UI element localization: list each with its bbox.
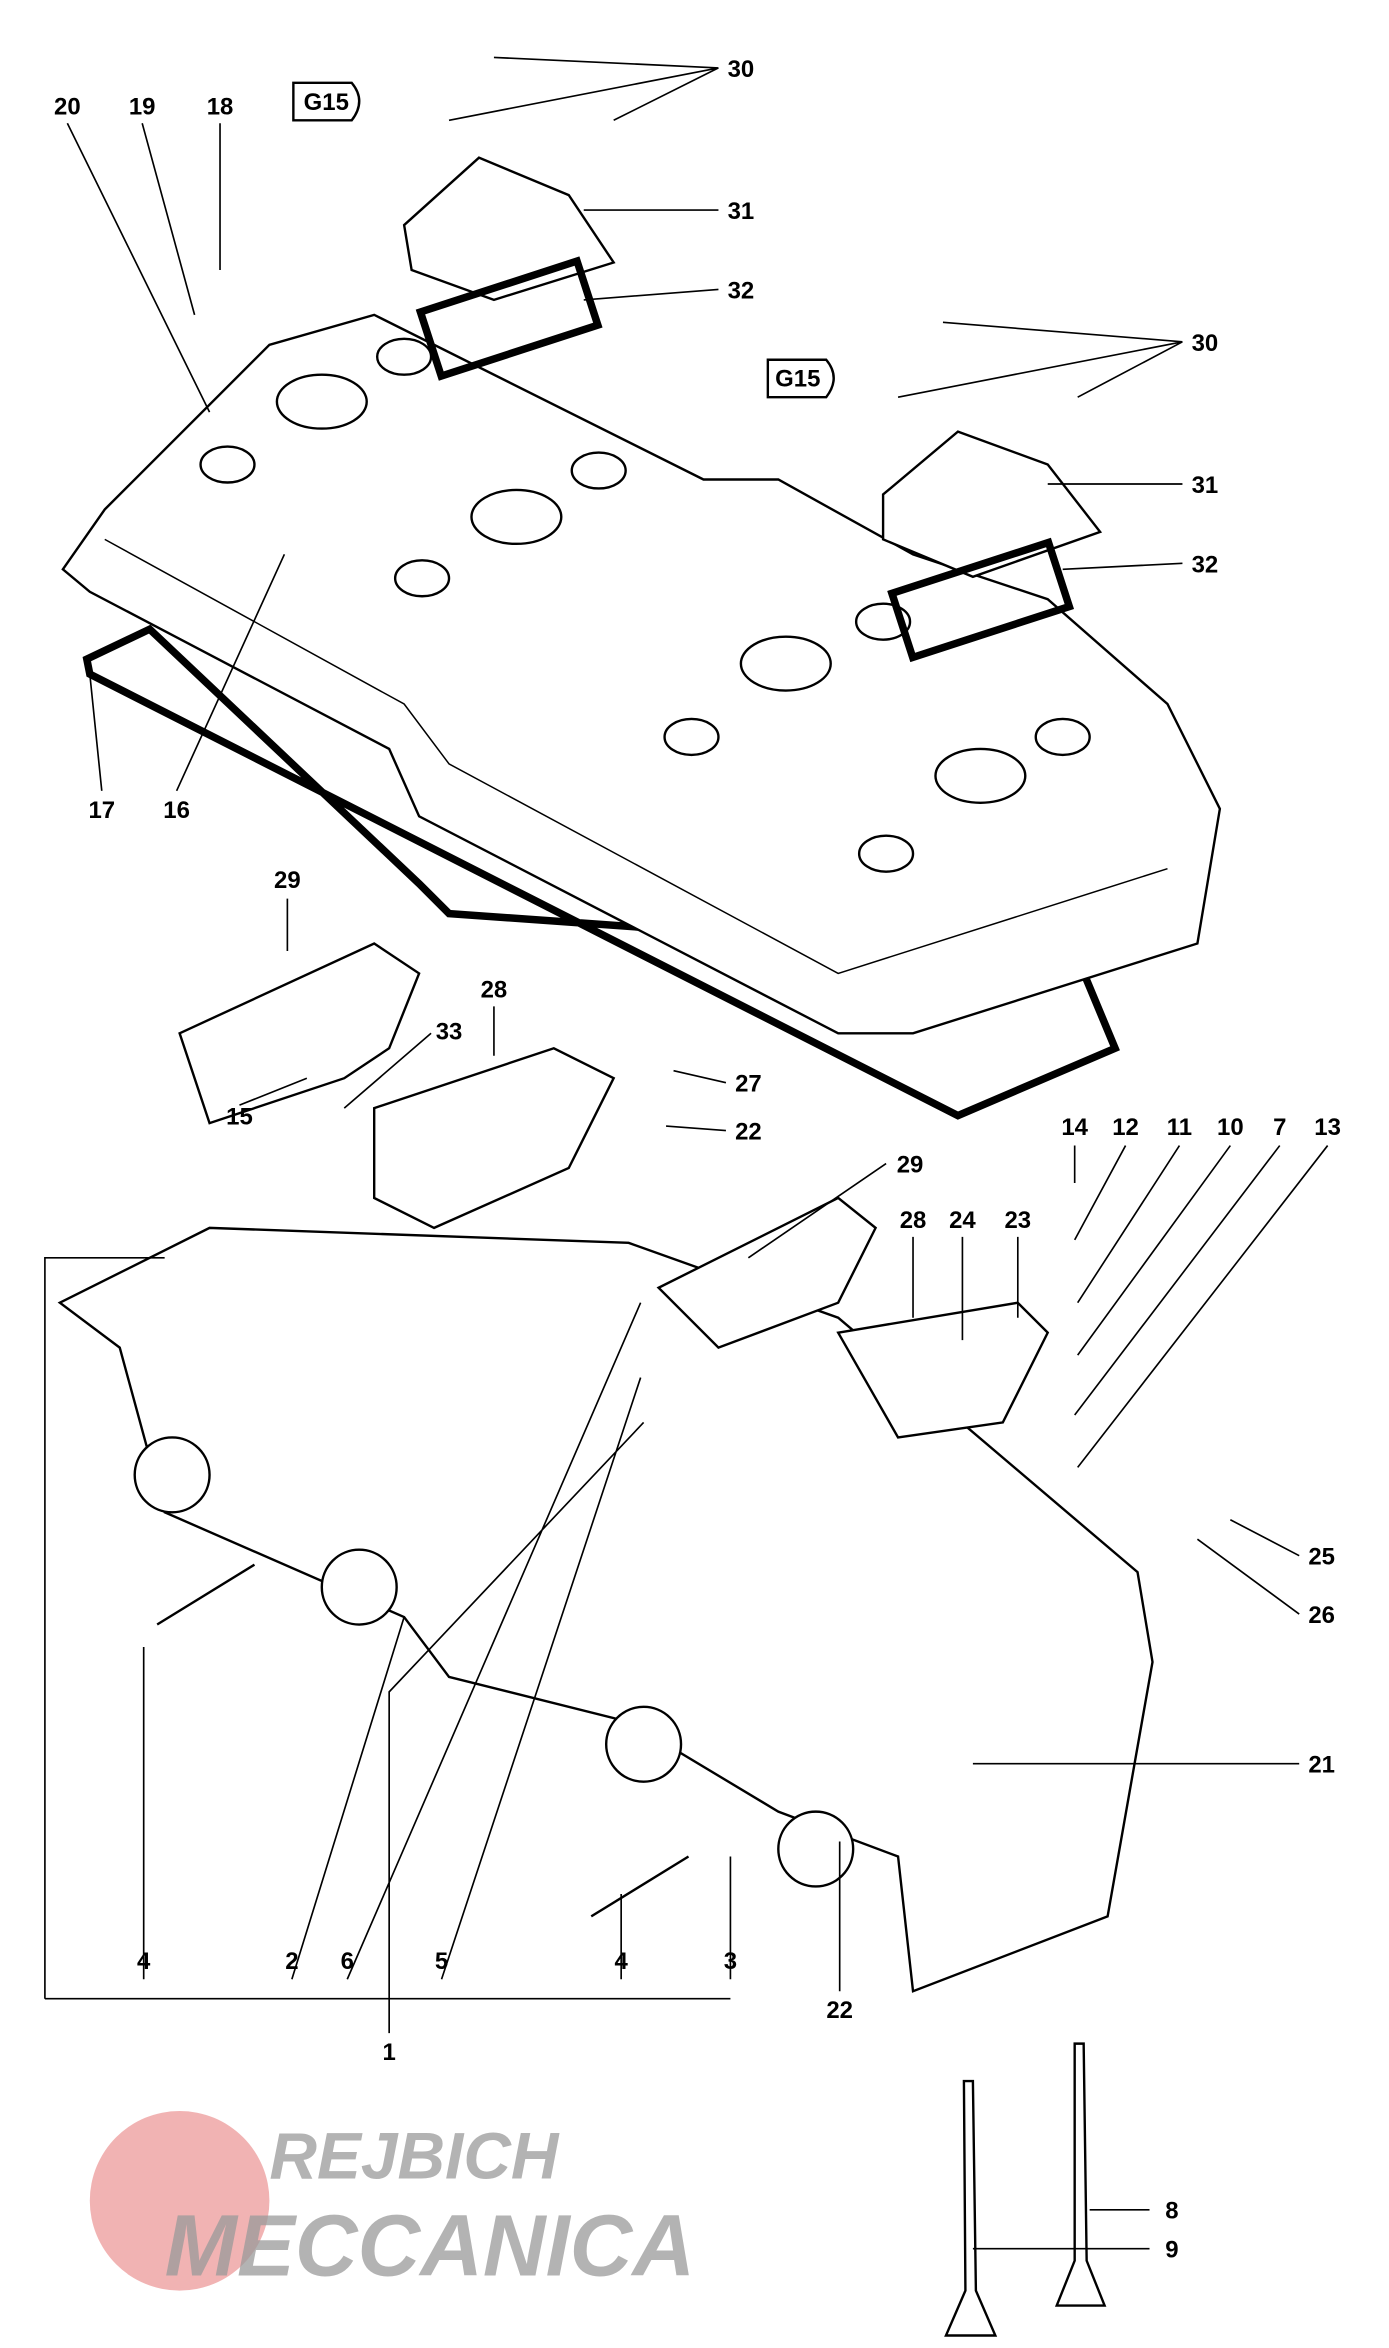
cam-cap-2 xyxy=(372,1046,616,1230)
callout-17: 17 xyxy=(88,797,115,824)
callout-11: 11 xyxy=(1167,1114,1192,1141)
callout-g15: G15 xyxy=(304,89,349,116)
callout-24: 24 xyxy=(949,1207,976,1234)
callout-29: 29 xyxy=(897,1152,924,1179)
callout-33: 33 xyxy=(436,1018,463,1045)
valve-cover-ports xyxy=(199,337,1091,873)
callout-12: 12 xyxy=(1112,1114,1139,1141)
stud-2 xyxy=(590,1855,690,1918)
callout-29: 29 xyxy=(274,867,301,894)
callout-16: 16 xyxy=(163,797,190,824)
callout-20: 20 xyxy=(54,93,81,120)
valve-cover-edge xyxy=(104,538,1168,975)
callout-2: 2 xyxy=(285,1948,298,1975)
breather-gasket-upper xyxy=(415,256,603,381)
callout-4: 4 xyxy=(614,1948,628,1975)
g15-tag-lower xyxy=(766,358,835,399)
callout-30: 30 xyxy=(1192,330,1219,357)
callout-1: 1 xyxy=(382,2039,395,2066)
callout-9: 9 xyxy=(1165,2237,1178,2264)
valve-intake xyxy=(944,2079,998,2337)
breather-gasket-lower xyxy=(887,537,1075,663)
cam-cap-1 xyxy=(178,942,421,1125)
callout-23: 23 xyxy=(1004,1207,1031,1234)
callout-19: 19 xyxy=(129,93,156,120)
callout-13: 13 xyxy=(1314,1114,1341,1141)
callout-32: 32 xyxy=(1192,551,1219,578)
watermark-line1: REJBICH xyxy=(269,2118,559,2192)
callout-8: 8 xyxy=(1165,2198,1178,2225)
callout-31: 31 xyxy=(1192,472,1219,499)
callout-31: 31 xyxy=(728,198,755,225)
callout-7: 7 xyxy=(1273,1114,1286,1141)
callout-28: 28 xyxy=(900,1207,927,1234)
callout-g15: G15 xyxy=(775,366,820,393)
leader-lines xyxy=(44,56,1329,2250)
callout-18: 18 xyxy=(207,93,234,120)
callout-5: 5 xyxy=(435,1948,448,1975)
callout-27: 27 xyxy=(735,1071,762,1098)
callout-15: 15 xyxy=(226,1104,253,1131)
callout-6: 6 xyxy=(341,1948,354,1975)
callout-14: 14 xyxy=(1061,1114,1088,1141)
callout-28: 28 xyxy=(481,976,508,1003)
g15-tag-upper xyxy=(292,81,361,122)
watermark-line2: MECCANICA xyxy=(165,2198,695,2295)
callout-30: 30 xyxy=(728,56,755,83)
valve-cover xyxy=(61,313,1222,1035)
callout-21: 21 xyxy=(1308,1752,1335,1779)
callout-22: 22 xyxy=(826,1997,853,2024)
callout-22: 22 xyxy=(735,1119,762,1146)
stud-1 xyxy=(156,1563,256,1626)
callout-10: 10 xyxy=(1217,1114,1244,1141)
callout-32: 32 xyxy=(728,277,755,304)
callout-4: 4 xyxy=(137,1948,151,1975)
callout-25: 25 xyxy=(1308,1544,1335,1571)
callout-3: 3 xyxy=(724,1948,737,1975)
exhaust-ports xyxy=(133,1436,855,1888)
callout-26: 26 xyxy=(1308,1602,1335,1629)
cam-cap-4 xyxy=(836,1301,1050,1439)
watermark-logo: REJBICH MECCANICA xyxy=(89,2110,695,2295)
cam-cap-3 xyxy=(656,1196,878,1350)
valve-exhaust xyxy=(1054,2042,1107,2307)
